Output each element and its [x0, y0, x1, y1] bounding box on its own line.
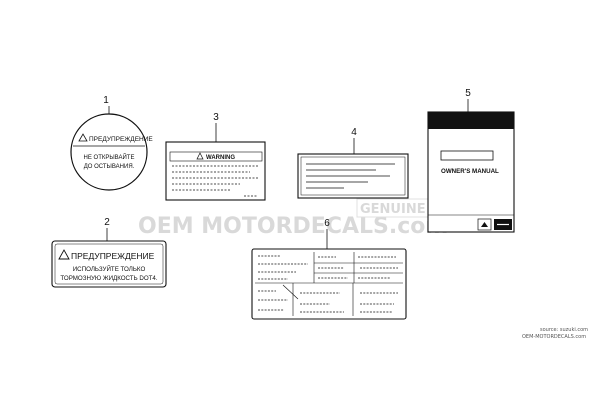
- part-number-2: 2: [104, 217, 110, 228]
- part-number-4: 4: [351, 127, 357, 138]
- part-6[interactable]: 6: [251, 218, 407, 320]
- part-5[interactable]: 5 OWNER'S MANUAL: [427, 88, 515, 233]
- part-3[interactable]: 3 WARNING: [165, 112, 266, 201]
- label-heading: WARNING: [206, 155, 235, 161]
- warning-header-box: [169, 151, 263, 162]
- owners-manual-cover: [427, 111, 515, 233]
- data-plate-label: [251, 248, 407, 320]
- label-inner-border: [54, 243, 164, 285]
- round-label: [70, 113, 148, 191]
- label-line-2: ТОРМОЗНУЮ ЖИДКОСТЬ DOT4.: [60, 275, 157, 282]
- part-number-1: 1: [103, 95, 109, 106]
- logo-icon: [477, 218, 492, 231]
- cover-top-band: [428, 112, 514, 129]
- label-line-2: ДО ОСТЫВАНИЯ.: [84, 164, 135, 170]
- label-line-1: НЕ ОТКРЫВАЙТЕ: [84, 153, 135, 161]
- label-inner-border: [300, 156, 406, 196]
- data-plate-grid: [255, 252, 403, 316]
- watermark-overlay: GENUINE: [360, 202, 426, 217]
- text-placeholder-lines: [306, 163, 395, 189]
- part-number-3: 3: [213, 112, 219, 123]
- part-4[interactable]: 4: [297, 127, 409, 199]
- text-placeholder-lines: [258, 255, 398, 313]
- warning-label: [165, 141, 266, 201]
- source-line-2: OEM-MOTORDECALS.com: [522, 334, 586, 340]
- watermark-brand: OEM MOTORDECALS.com: [138, 214, 448, 239]
- part-number-6: 6: [324, 218, 330, 229]
- manual-title: OWNER'S MANUAL: [441, 168, 499, 175]
- label-line-1: ИСПОЛЬЗУЙТЕ ТОЛЬКО: [73, 265, 146, 273]
- brake-fluid-label: [51, 240, 167, 288]
- cover-title-box: [440, 150, 494, 161]
- warning-triangle-icon: [78, 133, 88, 142]
- warning-triangle-icon: [196, 152, 204, 160]
- text-placeholder-lines: [172, 165, 258, 197]
- source-line-1: source: suzuki.com: [540, 327, 588, 333]
- logo-mark-icon: [481, 222, 488, 227]
- label-heading: ПРЕДУПРЕЖДЕНИЕ: [89, 136, 153, 143]
- part-number-5: 5: [465, 88, 471, 99]
- part-1[interactable]: 1 ПРЕДУПРЕЖДЕНИЕ НЕ ОТКРЫВАЙТЕ ДО ОСТЫВА…: [70, 95, 153, 191]
- part-2[interactable]: 2 ПРЕДУПРЕЖДЕНИЕ ИСПОЛЬЗУЙТЕ ТОЛЬКО ТОРМ…: [51, 217, 167, 288]
- label-heading: ПРЕДУПРЕЖДЕНИЕ: [71, 251, 155, 261]
- warning-triangle-icon: [58, 249, 70, 260]
